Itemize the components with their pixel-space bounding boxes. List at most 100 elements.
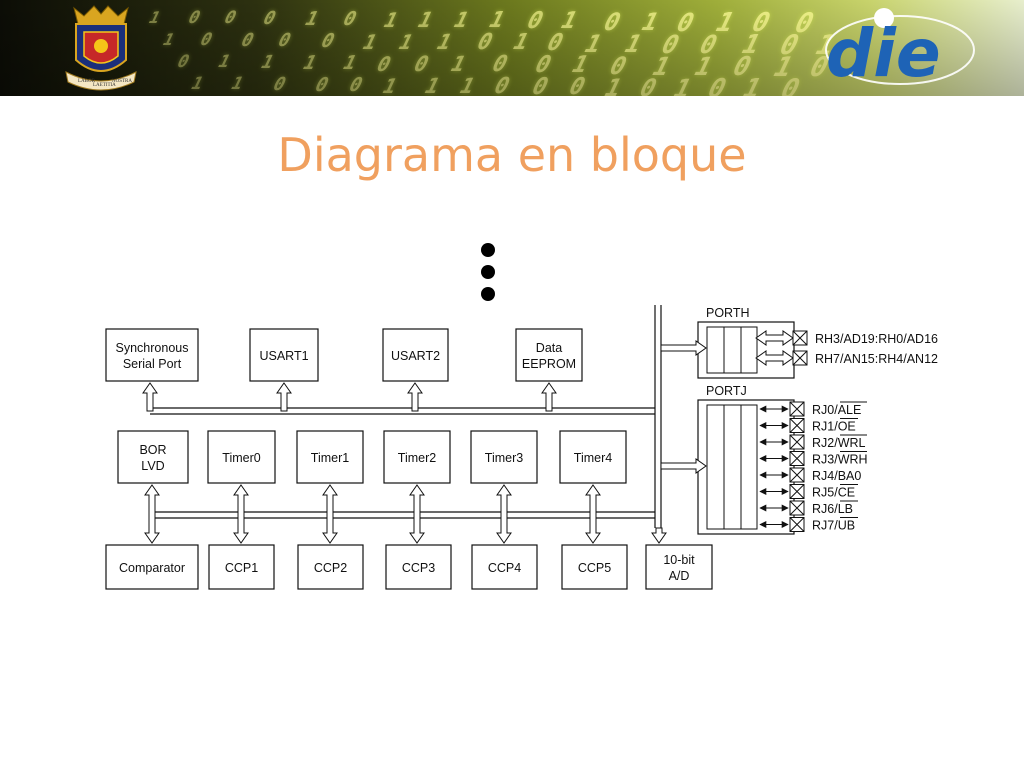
bottom-module-3 [385, 544, 452, 590]
portj-pin-label-4: RJ4/BA0 [812, 469, 861, 483]
timer-module-2 [296, 430, 364, 484]
bottom-module-3-label: CCP3 [402, 561, 435, 575]
bottom-module-2 [297, 544, 364, 590]
porth-pin-arrow-1 [755, 350, 794, 366]
timer-ccp-arrow-4 [496, 484, 512, 544]
portj-pin-signal: BA0 [838, 469, 862, 483]
portj-pin-label-7: RJ7/UB [812, 519, 855, 533]
porth-label: PORTH [706, 306, 750, 320]
timer-module-5 [559, 430, 627, 484]
portj-pin-name: RJ4/ [812, 469, 838, 483]
portj-pin-name: RJ0/ [812, 403, 838, 417]
timer-ccp-arrow-1 [233, 484, 249, 544]
portj-pin-label-6: RJ6/LB [812, 502, 853, 516]
timer-ccp-arrow-0 [144, 484, 160, 544]
bottom-module-1-label: CCP1 [225, 561, 258, 575]
timer-module-0 [117, 430, 189, 484]
timer-module-3 [383, 430, 451, 484]
main-bus [654, 305, 662, 528]
timer-module-4 [470, 430, 538, 484]
portj-pin-label-0: RJ0/ALE [812, 403, 861, 417]
top-module-arrow-3 [541, 382, 557, 412]
portj-pin-label-5: RJ5/CE [812, 486, 855, 500]
portj-pin-signal: LB [838, 502, 853, 516]
bottom-module-5-label: CCP5 [578, 561, 611, 575]
top-module-arrow-2 [407, 382, 423, 412]
portj-pin-signal: CE [838, 486, 855, 500]
porth-pin-arrow-0 [755, 330, 794, 346]
bottom-module-4 [471, 544, 538, 590]
portj-pin-name: RJ7/ [812, 519, 838, 533]
portj-pin-name: RJ3/ [812, 453, 838, 467]
bottom-module-6-label-1: 10-bit [663, 553, 695, 567]
bus-to-portj-arrow [660, 458, 707, 474]
middle-bus [150, 511, 655, 519]
timer-module-0-label-1: BOR [139, 443, 166, 457]
bottom-module-4-label: CCP4 [488, 561, 521, 575]
die-logo-text: die [826, 15, 941, 92]
bottom-module-1 [208, 544, 275, 590]
timer-module-0-label-2: LVD [141, 459, 164, 473]
portj-pin-name: RJ5/ [812, 486, 838, 500]
top-bus [150, 407, 655, 415]
timer-ccp-arrow-5 [585, 484, 601, 544]
top-module-1 [249, 328, 319, 382]
portj-pin-cross-5 [789, 484, 805, 499]
portj-pin-name: RJ1/ [812, 420, 838, 434]
portj-pin-cross-2 [789, 434, 805, 450]
top-module-1-label: USART1 [259, 349, 308, 363]
top-module-3-label-1: Data [536, 341, 562, 355]
portj-pin-name: RJ2/ [812, 436, 838, 450]
portj-pin-cross-6 [789, 500, 805, 516]
top-module-0-label-2: Serial Port [123, 357, 182, 371]
bus-to-porth-arrow [660, 340, 707, 356]
portj-pin-cross-7 [789, 517, 805, 532]
top-module-arrow-0 [142, 382, 158, 412]
porth-pin-cross-1 [792, 350, 808, 366]
header-banner: 1000101111010101001000011101011001010111… [0, 0, 1024, 96]
portj-pin-label-3: RJ3/WRH [812, 453, 868, 467]
bottom-module-6-label-2: A/D [669, 569, 690, 583]
bottom-module-2-label: CCP2 [314, 561, 347, 575]
bottom-module-0 [105, 544, 199, 590]
timer-module-1-label: Timer0 [222, 451, 260, 465]
slide-title: Diagrama en bloque [277, 128, 747, 182]
portj-pin-signal: WRL [838, 436, 866, 450]
timer-module-4-label: Timer3 [485, 451, 523, 465]
portj-pin-name: RJ6/ [812, 502, 838, 516]
continuation-dot [481, 265, 495, 279]
timer-module-3-label: Timer2 [398, 451, 436, 465]
portj-pin-label-1: RJ1/OE [812, 420, 856, 434]
timer-module-1 [207, 430, 276, 484]
top-module-0 [105, 328, 199, 382]
university-crest-icon: LABOR LAETITIA NOSTRA [65, 5, 137, 91]
top-module-2-label: USART2 [391, 349, 440, 363]
crest-motto-1: LABOR [78, 79, 96, 84]
porth-block: PORTH [697, 306, 795, 379]
top-module-3-label-2: EEPROM [522, 357, 576, 371]
timer-module-2-label: Timer1 [311, 451, 349, 465]
crest-motto-2: LAETITIA [93, 83, 116, 88]
top-module-arrow-1 [276, 382, 292, 412]
portj-pin-cross-4 [789, 467, 805, 483]
top-module-3 [515, 328, 583, 382]
portj-pin-cross-0 [789, 401, 805, 417]
bottom-module-6 [645, 544, 713, 590]
portj-pin-cross-1 [789, 418, 805, 433]
bottom-module-0-label: Comparator [119, 561, 185, 575]
porth-pin-cross-0 [792, 330, 808, 346]
timer-ccp-arrow-2 [322, 484, 338, 544]
crest-motto-3: NOSTRA [112, 79, 132, 84]
portj-label: PORTJ [706, 384, 747, 398]
top-module-0-label-1: Synchronous [116, 341, 189, 355]
porth-pin-label-0: RH3/AD19:RH0/AD16 [815, 332, 938, 346]
porth-pin-label-1: RH7/AN15:RH4/AN12 [815, 352, 938, 366]
bottom-module-5 [561, 544, 628, 590]
timer-ccp-arrow-3 [409, 484, 425, 544]
portj-pin-signal: OE [838, 420, 856, 434]
portj-pin-cross-3 [789, 451, 805, 466]
portj-pin-signal: ALE [838, 403, 862, 417]
continuation-dot [481, 243, 495, 257]
die-logo-icon: die [825, 8, 975, 92]
